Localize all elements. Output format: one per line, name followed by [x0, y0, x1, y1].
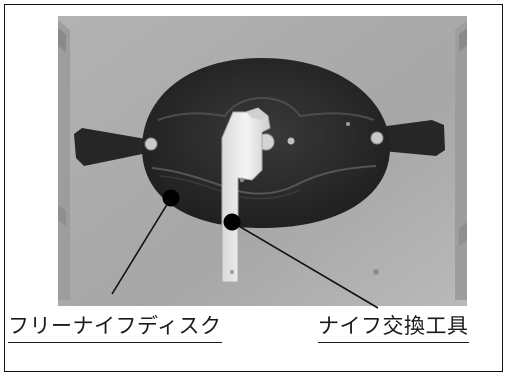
bolt-left: [144, 137, 158, 151]
callout-dot-disk: [162, 189, 180, 207]
plate-edge-left: [58, 20, 70, 300]
plate-screw: [373, 269, 379, 275]
knife-blade-left: [74, 128, 152, 166]
bolt-right: [370, 131, 384, 145]
corner-mark-top-right: [459, 28, 467, 52]
corner-mark-top-left: [58, 28, 66, 52]
callout-dot-tool: [223, 213, 241, 231]
tool-slot: [239, 177, 245, 183]
corner-mark-bottom-right: [459, 222, 467, 246]
callout-line-disk: [111, 197, 172, 295]
disk-contour-upper: [157, 97, 375, 121]
knife-blade-right: [372, 120, 445, 156]
label-knife-exchange-tool: ナイフ交換工具: [318, 313, 469, 343]
tool-pin: [230, 270, 234, 274]
disk-contour-lower: [151, 165, 377, 195]
callout-line-tool: [231, 221, 379, 309]
plate-edge-right: [455, 20, 467, 300]
corner-mark-bottom-left: [58, 205, 66, 226]
label-free-knife-disk: フリーナイフディスク: [8, 313, 222, 343]
hub-hole: [287, 137, 295, 145]
small-hole-right: [346, 122, 350, 126]
tool-hook-shadow: [246, 108, 268, 120]
